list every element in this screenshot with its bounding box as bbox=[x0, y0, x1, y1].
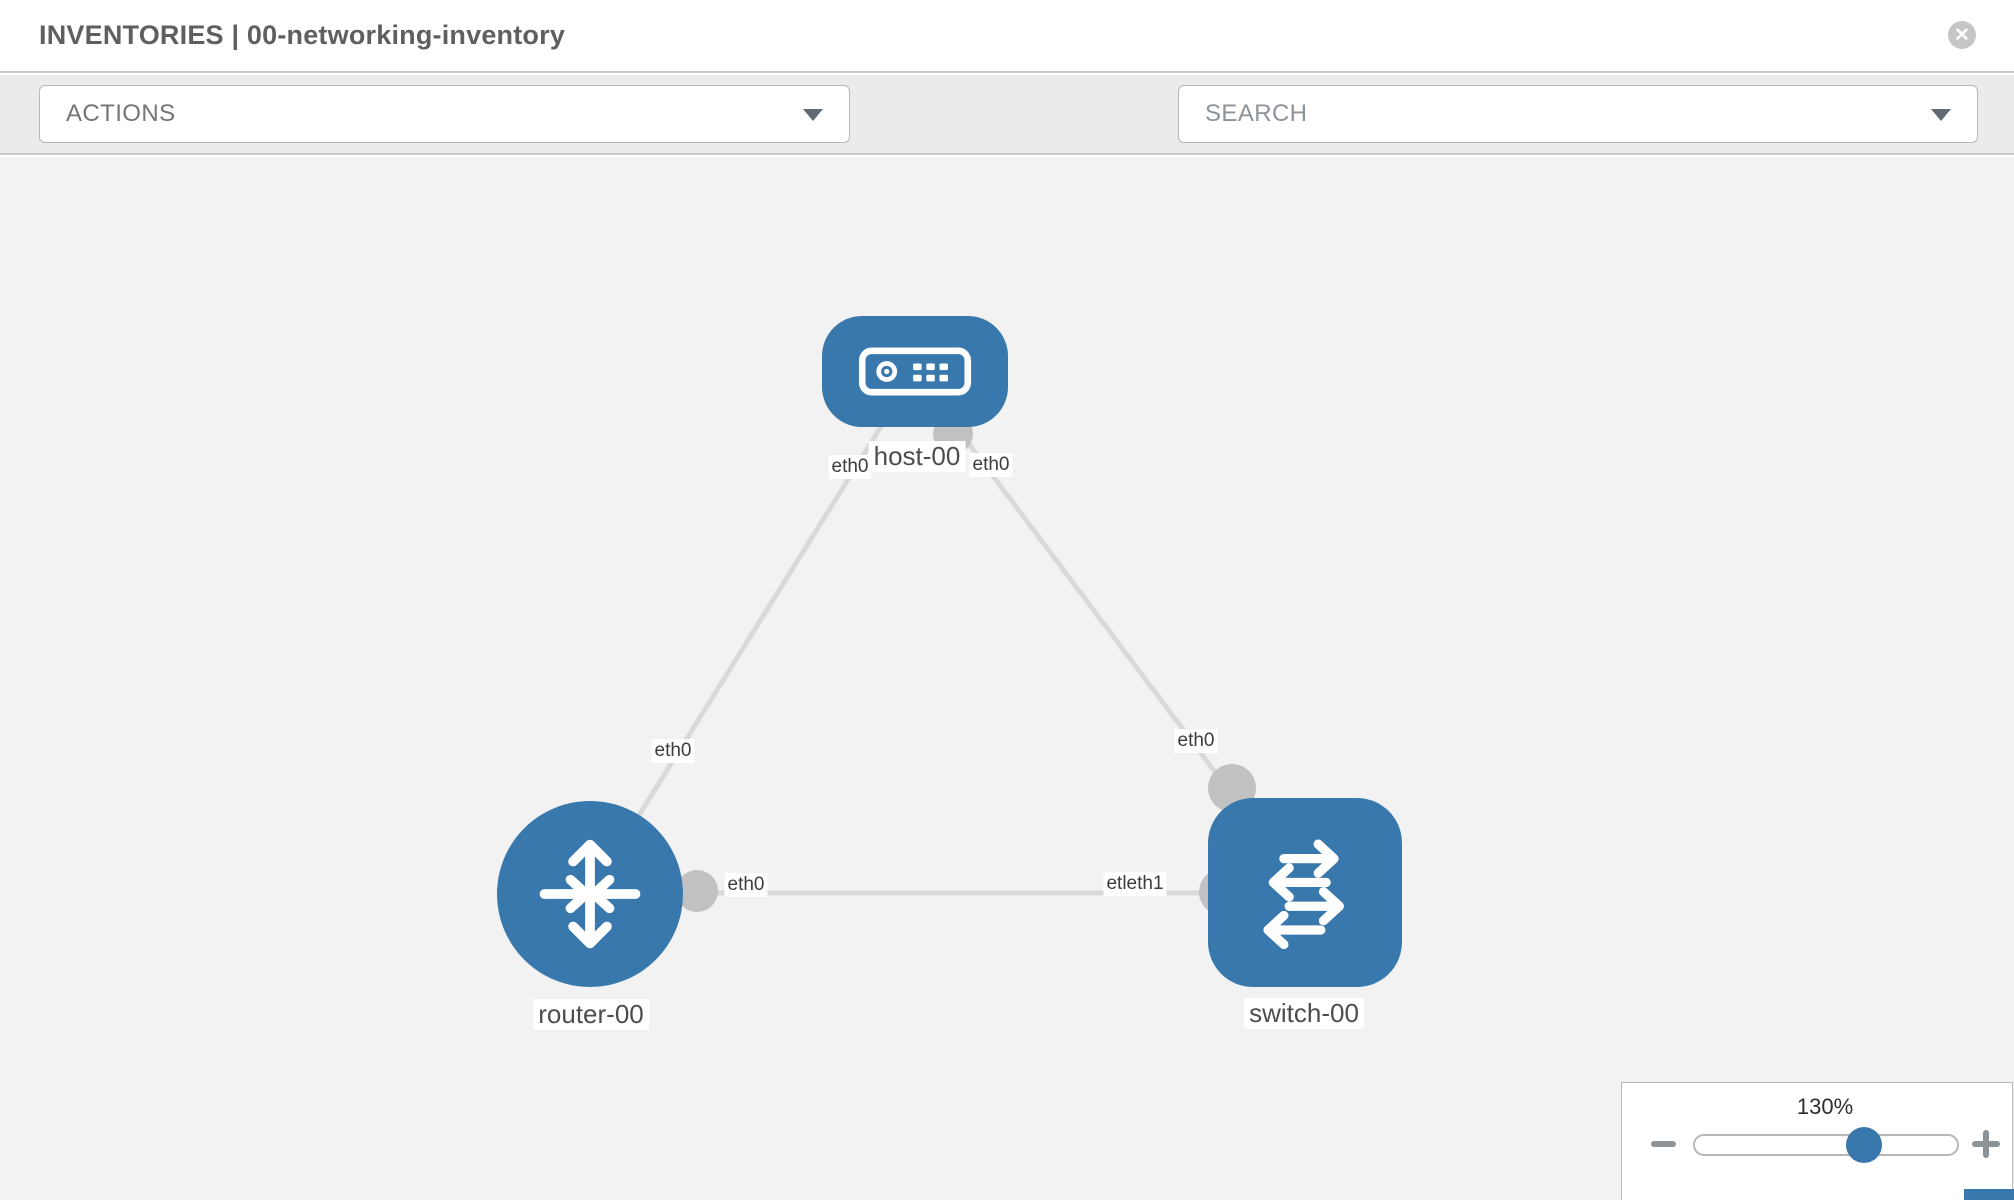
header: INVENTORIES | 00-networking-inventory ✕ bbox=[0, 0, 2014, 73]
node-router-00[interactable] bbox=[497, 801, 683, 987]
zoom-level-value: 130% bbox=[1796, 1094, 1854, 1119]
zoom-slider-handle[interactable] bbox=[1846, 1127, 1882, 1163]
legend-button[interactable] bbox=[1964, 1189, 2014, 1200]
node-host-00[interactable] bbox=[822, 316, 1008, 427]
switch-arrows-icon bbox=[1263, 839, 1344, 949]
zoom-in-plus-icon[interactable] bbox=[1972, 1130, 2000, 1158]
node-label-host-00: host-00 bbox=[868, 441, 966, 472]
toolbar: ACTIONS SEARCH bbox=[0, 75, 2014, 207]
router-arrows-icon bbox=[539, 839, 641, 949]
node-label-router-00: router-00 bbox=[533, 999, 649, 1030]
zoom-out-minus-icon[interactable] bbox=[1651, 1141, 1676, 1147]
node-label-switch-00: switch-00 bbox=[1244, 998, 1364, 1029]
iface-label-router-eth0-to-switch: eth0 bbox=[724, 873, 768, 897]
iface-label-host-eth0-to-switch: eth0 bbox=[969, 453, 1013, 477]
zoom-slider-track[interactable] bbox=[1693, 1134, 1959, 1156]
iface-label-router-eth0-to-host: eth0 bbox=[651, 739, 695, 763]
topology-canvas[interactable] bbox=[0, 157, 2014, 1200]
search-placeholder: SEARCH bbox=[1205, 100, 1308, 127]
page-title: INVENTORIES | 00-networking-inventory bbox=[39, 20, 566, 50]
actions-dropdown[interactable]: ACTIONS bbox=[39, 85, 850, 143]
host-device-icon bbox=[858, 347, 972, 396]
iface-label-switch-eth0-to-host: eth0 bbox=[1174, 729, 1218, 753]
search-dropdown[interactable]: SEARCH bbox=[1178, 85, 1978, 143]
close-icon[interactable]: ✕ bbox=[1948, 21, 1976, 49]
iface-label-switch-eth1-to-router: etleth1 bbox=[1103, 872, 1167, 896]
chevron-down-icon bbox=[1931, 109, 1951, 121]
iface-label-host-eth0-to-router: eth0 bbox=[828, 455, 872, 479]
actions-dropdown-label: ACTIONS bbox=[66, 100, 176, 127]
zoom-control-panel: 130% bbox=[1621, 1082, 2013, 1200]
chevron-down-icon bbox=[803, 109, 823, 121]
node-switch-00[interactable] bbox=[1208, 798, 1402, 987]
